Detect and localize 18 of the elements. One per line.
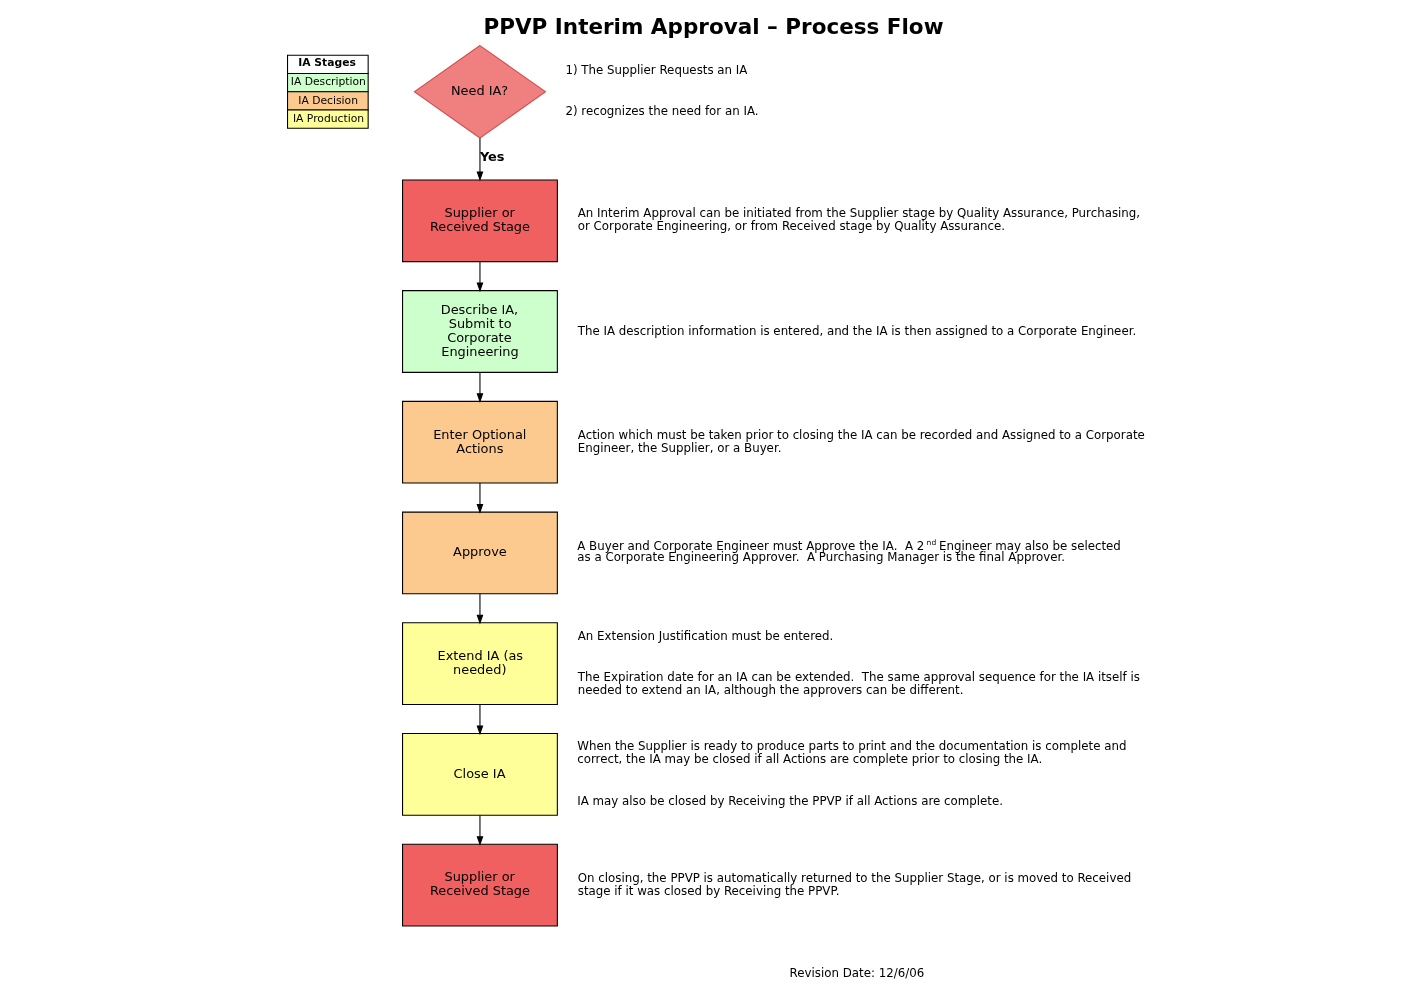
node-label: Action which must be taken prior to closing the IA can be recorded and Assigned to a Corporate Engineer, the Supplier, or a Buyer. [577,427,1145,455]
node-label: On closing, the PPVP is automatically returned to the Supplier Stage, or is moved to Received stage if it was closed by Receiving the PPVP. [577,870,1131,898]
label: Revision Date: 12/6/06 [789,965,924,980]
node-label: An Extension Justification must be entered. [577,628,833,643]
node-label: An Interim Approval can be initiated from the Supplier stage by Quality Assurance, Purchasing, or Corporate Engineering, or from Received stage by Quality Assurance. [577,205,1140,233]
node-label: IA may also be closed by Receiving the PPVP if all Actions are complete. [576,793,1003,807]
node-label: A Buyer and Corporate Engineer must Approve the IA. A 2$^{nd}$ Engineer may also be selected as a Corporate Engineering Approver. A Purchasing Manager is the final Approver. [576,537,1121,564]
legend-label: IA Production [292,111,364,125]
label: IA Stages [297,55,356,69]
diagram-title: PPVP Interim Approval – Process Flow [482,13,944,39]
node-label: The Expiration date for an IA can be extended. The same approval sequence for the IA itself is needed to extend an IA, although the approvers can be different. [577,669,1140,697]
node-label: When the Supplier is ready to produce parts to print and the documentation is complete and correct, the IA may be closed if all Actions are complete prior to closing the IA. [576,738,1126,766]
node-label: 2) recognizes the need for an IA. [564,103,759,118]
legend-label: IA Description [290,74,366,88]
node-label: The IA description information is entered, and the IA is then assigned to a Corporate Engineer. [577,323,1136,338]
legend-label: IA Decision [297,93,358,107]
node-label: 1) The Supplier Requests an IA [564,62,747,77]
edge-label: Yes [479,148,505,164]
